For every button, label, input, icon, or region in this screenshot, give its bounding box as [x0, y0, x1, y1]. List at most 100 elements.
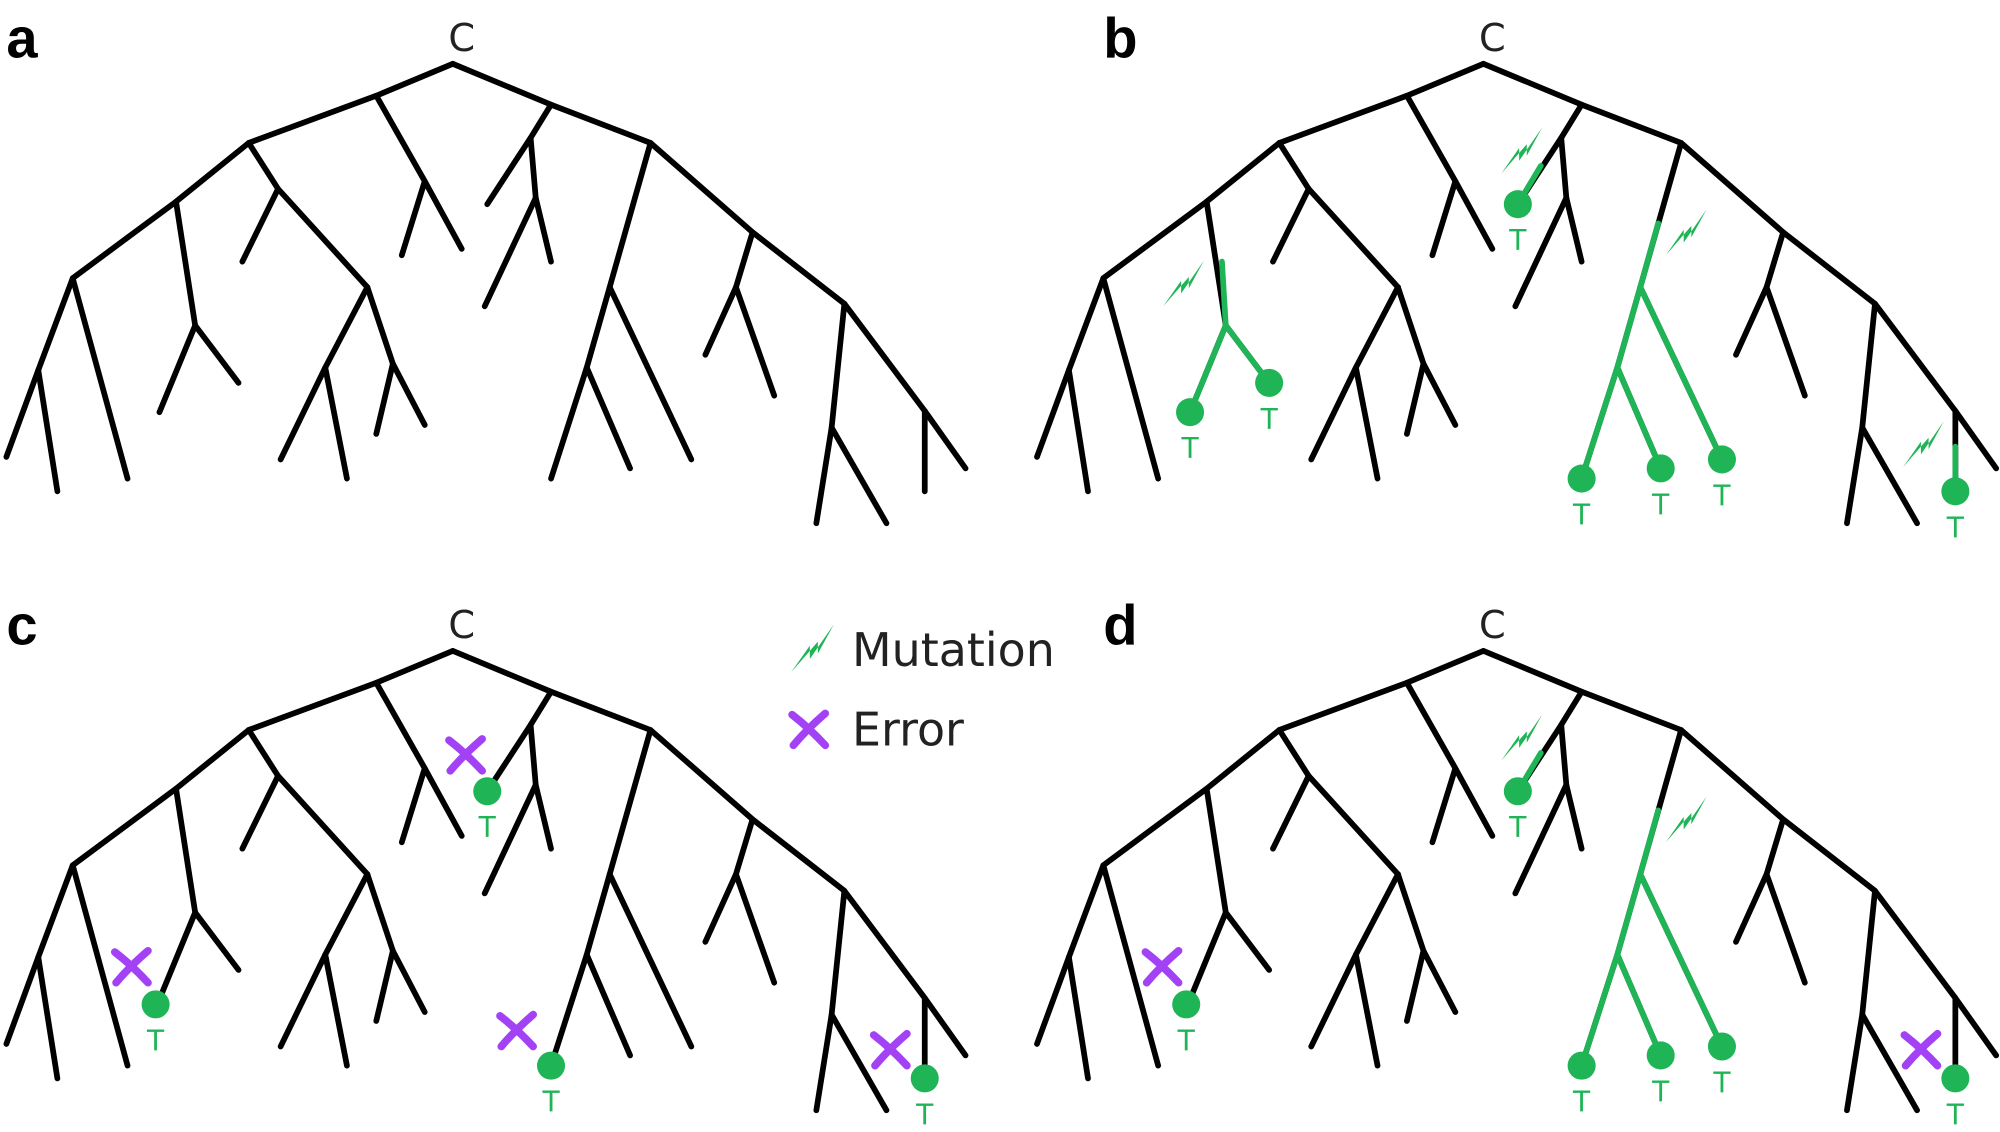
branch [1270, 186, 1312, 265]
branch [1066, 367, 1091, 495]
branch [373, 947, 396, 1024]
tip-label: T [1572, 1086, 1591, 1119]
branch [1859, 1011, 1920, 1114]
branch [1480, 647, 2000, 1059]
error-cross-icon [869, 1029, 911, 1070]
branch [373, 360, 396, 437]
branch [1404, 947, 1427, 1024]
tip-label: T [1508, 811, 1527, 844]
mutation-lightning-icon [1665, 209, 1707, 256]
branch [35, 954, 61, 1082]
mutated-branch [1637, 284, 1725, 463]
branch [702, 229, 756, 358]
legend-mutation-label: Mutation [852, 623, 1055, 677]
branch [1395, 871, 1459, 1015]
tumor-tip: T [1503, 190, 1532, 257]
branch [398, 178, 428, 259]
tip-label: T [1177, 1024, 1196, 1057]
branch [1404, 679, 1496, 839]
tumor-tip: T [473, 777, 502, 844]
error-cross-icon [445, 735, 486, 775]
branch [192, 322, 242, 386]
branch [322, 364, 350, 482]
branch [69, 275, 131, 482]
tip-label: T [1508, 224, 1527, 257]
branch [398, 765, 428, 846]
mutated-branch [1614, 951, 1664, 1059]
branch [484, 688, 554, 795]
tumor-tip: T [1176, 398, 1205, 465]
tip-label: T [1712, 1066, 1731, 1099]
branch [1100, 862, 1162, 1069]
mutation-lightning-icon [1903, 421, 1944, 468]
branch [1187, 198, 1229, 416]
branch [733, 284, 778, 399]
branch [1395, 284, 1459, 428]
error-cross-icon [1900, 1029, 1942, 1070]
branch [1270, 773, 1312, 852]
tip-label: T [541, 1086, 560, 1119]
branch [1429, 765, 1459, 846]
branch [1859, 424, 1920, 527]
branch [1066, 954, 1091, 1082]
error-cross-icon [110, 946, 152, 987]
branch [548, 140, 654, 482]
mutated-branch [1637, 871, 1725, 1050]
branch [35, 367, 61, 495]
tip-label: T [1651, 488, 1670, 521]
branch [373, 92, 465, 252]
root-label: C [448, 16, 475, 61]
mutation-lightning-icon [1501, 714, 1543, 761]
tree-branches [3, 647, 969, 1114]
tumor-tip: T [141, 990, 170, 1057]
tumor-tip: T [536, 1051, 566, 1119]
tumor-tip: T [1567, 464, 1596, 532]
tip-label: T [1180, 432, 1199, 465]
root-label: C [448, 603, 475, 648]
error-cross-icon [788, 709, 830, 750]
mutation-lightning-icon [1163, 260, 1205, 307]
branch [813, 887, 848, 1114]
branch [1429, 178, 1459, 259]
branch [1844, 300, 1878, 527]
branch [364, 284, 428, 428]
branch [606, 871, 695, 1050]
branch [813, 300, 848, 527]
panel-label: b [1103, 6, 1137, 69]
branch [1480, 60, 2000, 472]
branch [245, 647, 456, 733]
tumor-tip: T [910, 1064, 939, 1131]
legend-error-icon [788, 709, 830, 750]
branch [322, 951, 350, 1069]
branch [1222, 909, 1273, 973]
branch [481, 194, 539, 310]
mutated-branch [1578, 807, 1662, 1069]
panel-label: d [1103, 593, 1137, 656]
branch [1352, 951, 1381, 1069]
branch [481, 781, 539, 897]
tip-label: T [1712, 479, 1731, 512]
tip-label: T [1260, 403, 1279, 436]
panel-d: d C T T T T T T [1034, 593, 2000, 1131]
branch [828, 1011, 890, 1114]
error-cross-icon [1141, 946, 1183, 987]
branch [239, 773, 281, 852]
tip-label: T [1946, 1098, 1965, 1131]
legend-mutation-icon [791, 624, 834, 673]
branch [1512, 781, 1570, 897]
tumor-tip: T [1646, 454, 1675, 521]
root-label: C [1479, 603, 1506, 648]
branch [606, 284, 695, 463]
branch [1276, 647, 1487, 733]
legend-error-label: Error [852, 702, 964, 756]
tumor-tip: T [1503, 777, 1532, 844]
mutation-lightning-icon [1501, 127, 1543, 174]
branch [192, 909, 242, 973]
branch [1733, 229, 1787, 358]
mutation-lightning-icon [1665, 796, 1707, 843]
branch [1512, 194, 1570, 310]
tumor-tip: T [1646, 1041, 1675, 1108]
branch [733, 871, 778, 986]
